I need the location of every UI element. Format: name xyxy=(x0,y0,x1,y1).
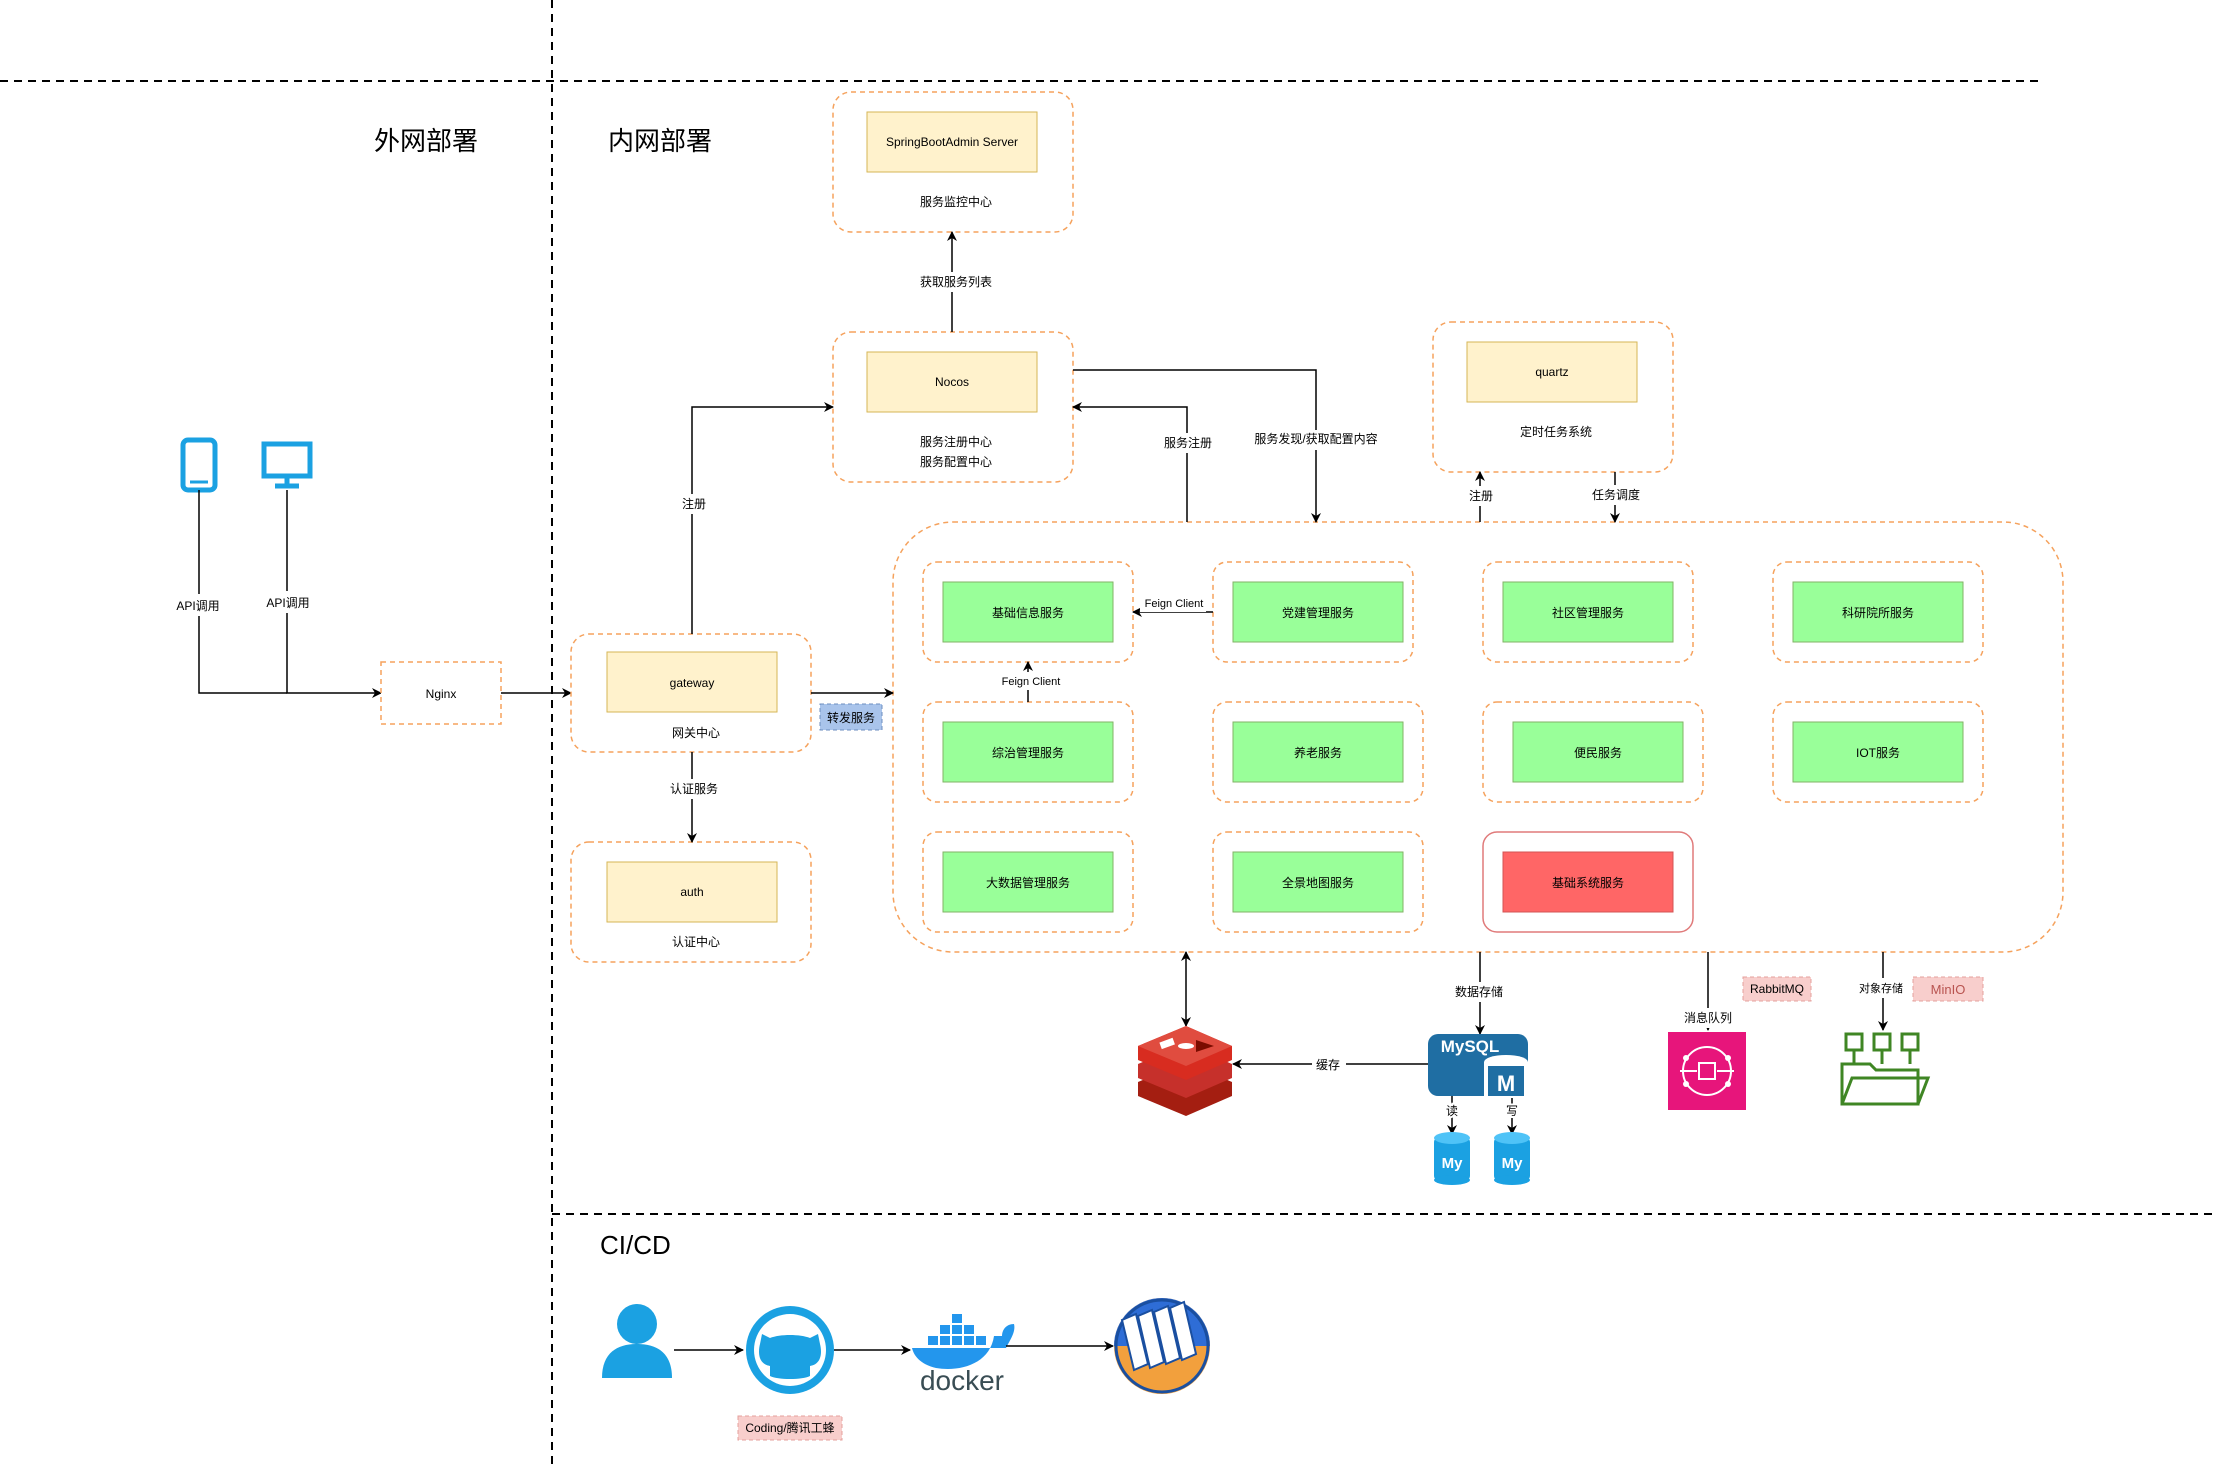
edge-services-nacos xyxy=(1072,402,1188,522)
service-iot: IOT服务 xyxy=(1792,721,1964,783)
edge-label-service-list: 获取服务列表 xyxy=(920,274,992,289)
section-title-external: 外网部署 xyxy=(374,126,478,156)
nacos-caption-config: 服务配置中心 xyxy=(920,454,992,469)
gateway-label: gateway xyxy=(670,676,715,690)
edge-label-auth: 认证服务 xyxy=(670,781,718,796)
edge-label-api-phone: API调用 xyxy=(176,599,219,613)
minio-tag-label: MinIO xyxy=(1931,982,1966,997)
mysql-icon: MySQL M xyxy=(1428,1034,1528,1098)
docker-wordmark: docker xyxy=(920,1365,1004,1396)
edge-label-read: 读 xyxy=(1446,1104,1458,1118)
edge-label-write: 写 xyxy=(1506,1104,1518,1118)
service-convenience: 便民服务 xyxy=(1512,721,1684,783)
edge-label-feign1: Feign Client xyxy=(1145,598,1204,610)
service-base-system: 基础系统服务 xyxy=(1502,851,1674,913)
coding-tag-label: Coding/腾讯工蜂 xyxy=(745,1420,834,1435)
edge-label-queue: 消息队列 xyxy=(1684,1010,1732,1025)
section-title-internal: 内网部署 xyxy=(608,126,712,156)
service-label: 科研院所服务 xyxy=(1842,605,1914,620)
service-elderly: 养老服务 xyxy=(1232,721,1404,783)
coding-tag xyxy=(737,1415,843,1441)
quartz-label: quartz xyxy=(1535,365,1568,379)
auth-label: auth xyxy=(680,885,703,899)
mysql-replica-read-icon: My xyxy=(1434,1132,1470,1185)
git-icon xyxy=(746,1306,834,1394)
rabbitmq-tag-label: RabbitMQ xyxy=(1750,982,1804,996)
service-boxes: 基础信息服务 党建管理服务 社区管理服务 科研院所服务 综治管理服务 养老服务 … xyxy=(942,581,1964,913)
mysql-icon-label: MySQL xyxy=(1441,1037,1500,1056)
edge-label-storage: 数据存储 xyxy=(1455,984,1503,999)
desktop-icon xyxy=(261,441,313,489)
user-icon xyxy=(602,1304,672,1378)
edge-label-register-gateway: 注册 xyxy=(682,496,706,511)
service-label: IOT服务 xyxy=(1856,745,1900,760)
forward-tag xyxy=(819,703,883,731)
quartz-caption: 定时任务系统 xyxy=(1520,424,1592,439)
service-map: 全景地图服务 xyxy=(1232,851,1404,913)
mysql-replica-write-icon: My xyxy=(1494,1132,1530,1185)
service-label: 大数据管理服务 xyxy=(986,875,1070,890)
edge-label-service-register: 服务注册 xyxy=(1164,435,1212,450)
edge-label-object: 对象存储 xyxy=(1859,981,1903,995)
client-edges xyxy=(198,490,382,698)
edge-label-forward: 转发服务 xyxy=(827,710,875,725)
nacos-box xyxy=(866,351,1038,413)
service-label: 基础信息服务 xyxy=(992,605,1064,620)
edge-gateway-nacos xyxy=(691,402,834,634)
edge-label-feign2: Feign Client xyxy=(1002,676,1061,688)
edge-label-schedule: 任务调度 xyxy=(1592,487,1640,502)
service-research: 科研院所服务 xyxy=(1792,581,1964,643)
service-label: 社区管理服务 xyxy=(1552,605,1624,620)
section-title-cicd: CI/CD xyxy=(600,1230,671,1260)
edge-label-discover: 服务发现/获取配置内容 xyxy=(1254,431,1377,446)
nginx-box xyxy=(380,661,502,725)
service-party: 党建管理服务 xyxy=(1232,581,1404,643)
edge-label-register-quartz: 注册 xyxy=(1469,488,1493,503)
nacos-label: Nocos xyxy=(935,375,969,389)
service-basic-info: 基础信息服务 xyxy=(942,581,1114,643)
minio-tag xyxy=(1912,976,1984,1002)
service-governance: 综治管理服务 xyxy=(942,721,1114,783)
replica-label: My xyxy=(1442,1155,1463,1172)
service-label: 养老服务 xyxy=(1294,745,1342,760)
docker-icon: docker xyxy=(912,1314,1015,1396)
gateway-caption: 网关中心 xyxy=(672,725,720,740)
rabbitmq-tag xyxy=(1742,976,1812,1002)
quartz-box xyxy=(1466,341,1638,403)
auth-box xyxy=(606,861,778,923)
replica-label: My xyxy=(1502,1155,1523,1172)
service-bigdata: 大数据管理服务 xyxy=(942,851,1114,913)
rabbitmq-icon xyxy=(1668,1032,1746,1110)
service-community: 社区管理服务 xyxy=(1502,581,1674,643)
edge-label-cache: 缓存 xyxy=(1316,1058,1340,1072)
mysql-icon-badge: M xyxy=(1497,1071,1515,1096)
service-label: 便民服务 xyxy=(1574,745,1622,760)
service-label: 基础系统服务 xyxy=(1552,875,1624,890)
object-storage-icon xyxy=(1840,1032,1931,1106)
service-label: 党建管理服务 xyxy=(1282,605,1354,620)
deploy-server-icon xyxy=(1114,1298,1210,1394)
edge-label-api-desktop: API调用 xyxy=(266,596,309,610)
admin-label: SpringBootAdmin Server xyxy=(886,135,1018,149)
admin-caption: 服务监控中心 xyxy=(920,194,992,209)
redis-icon xyxy=(1138,1026,1232,1116)
gateway-box xyxy=(606,651,778,713)
service-label: 全景地图服务 xyxy=(1282,875,1354,890)
phone-icon xyxy=(180,437,218,493)
auth-caption: 认证中心 xyxy=(672,934,720,949)
nginx-label: Nginx xyxy=(426,687,457,701)
edge-nacos-services xyxy=(1073,369,1321,523)
nacos-caption-registry: 服务注册中心 xyxy=(920,434,992,449)
services-container xyxy=(892,521,2064,953)
service-label: 综治管理服务 xyxy=(992,745,1064,760)
admin-box xyxy=(866,111,1038,173)
